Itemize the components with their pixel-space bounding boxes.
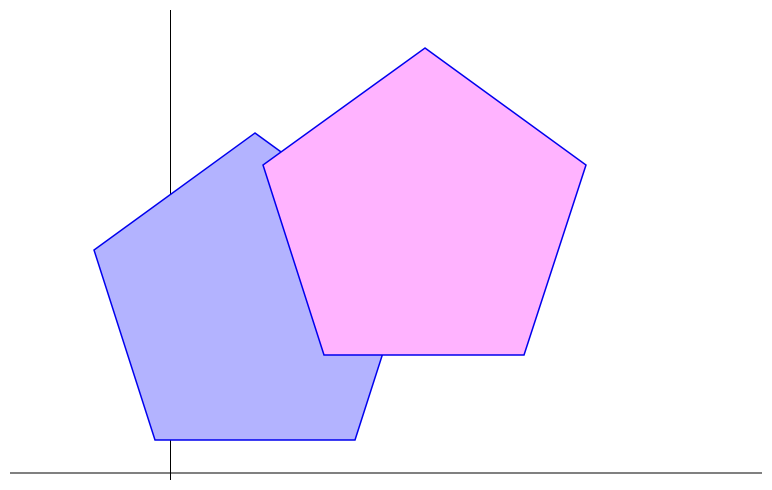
pink-pentagon <box>262 47 587 356</box>
